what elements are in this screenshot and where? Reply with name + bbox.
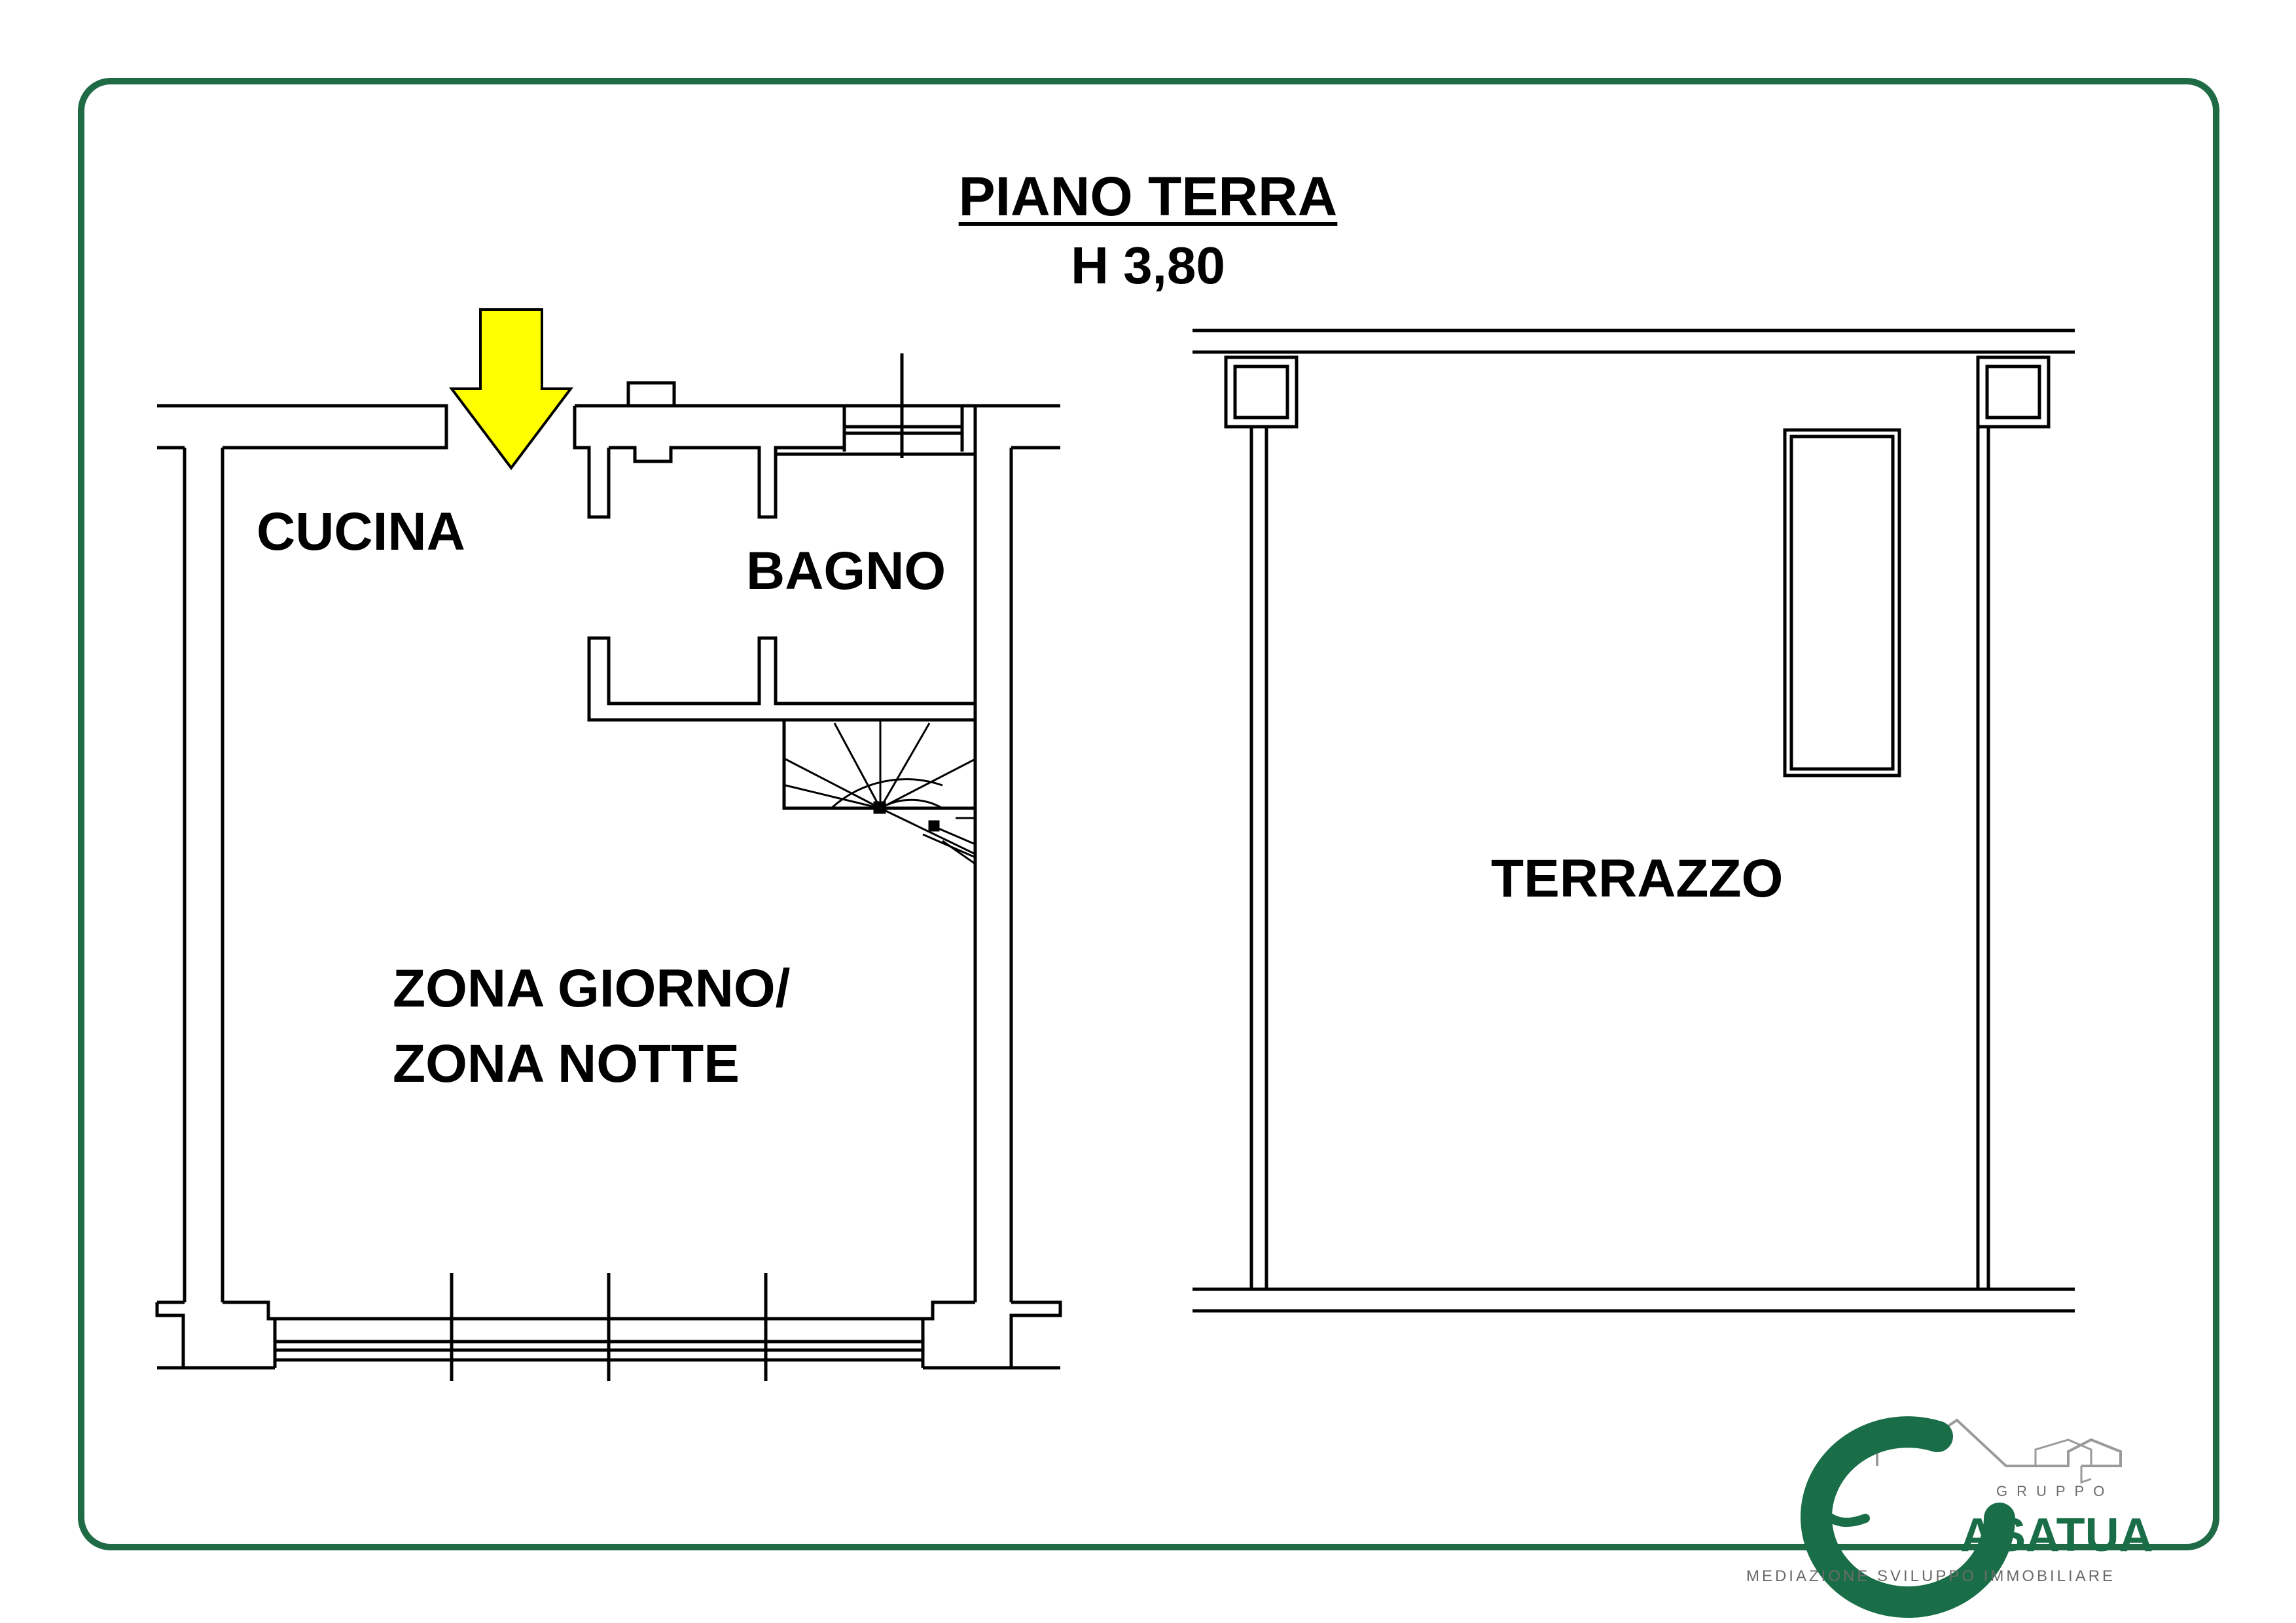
apartment-plan — [155, 353, 1062, 1381]
casatua-logo-icon: GRUPPO ASATUA — [1801, 1416, 2153, 1618]
floor-title: PIANO TERRA — [958, 166, 1338, 227]
logo-tagline: MEDIAZIONE SVILUPPO IMMOBILIARE — [1746, 1567, 2116, 1585]
room-label-living-line2: ZONA NOTTE — [393, 1034, 740, 1094]
room-label-terrace: TERRAZZO — [1491, 849, 1784, 908]
room-label-bathroom: BAGNO — [746, 541, 946, 601]
spiral-staircase-icon — [785, 720, 976, 865]
floor-height: H 3,80 — [1071, 236, 1225, 294]
entrance-arrow-icon — [448, 308, 574, 471]
logo-gruppo: GRUPPO — [1996, 1483, 2113, 1499]
terrace-plan — [1193, 329, 2075, 1313]
room-label-kitchen: CUCINA — [257, 502, 465, 562]
logo-name: ASATUA — [1960, 1509, 2153, 1561]
page-frame — [78, 78, 2219, 1550]
room-label-living-line1: ZONA GIORNO/ — [393, 959, 791, 1018]
